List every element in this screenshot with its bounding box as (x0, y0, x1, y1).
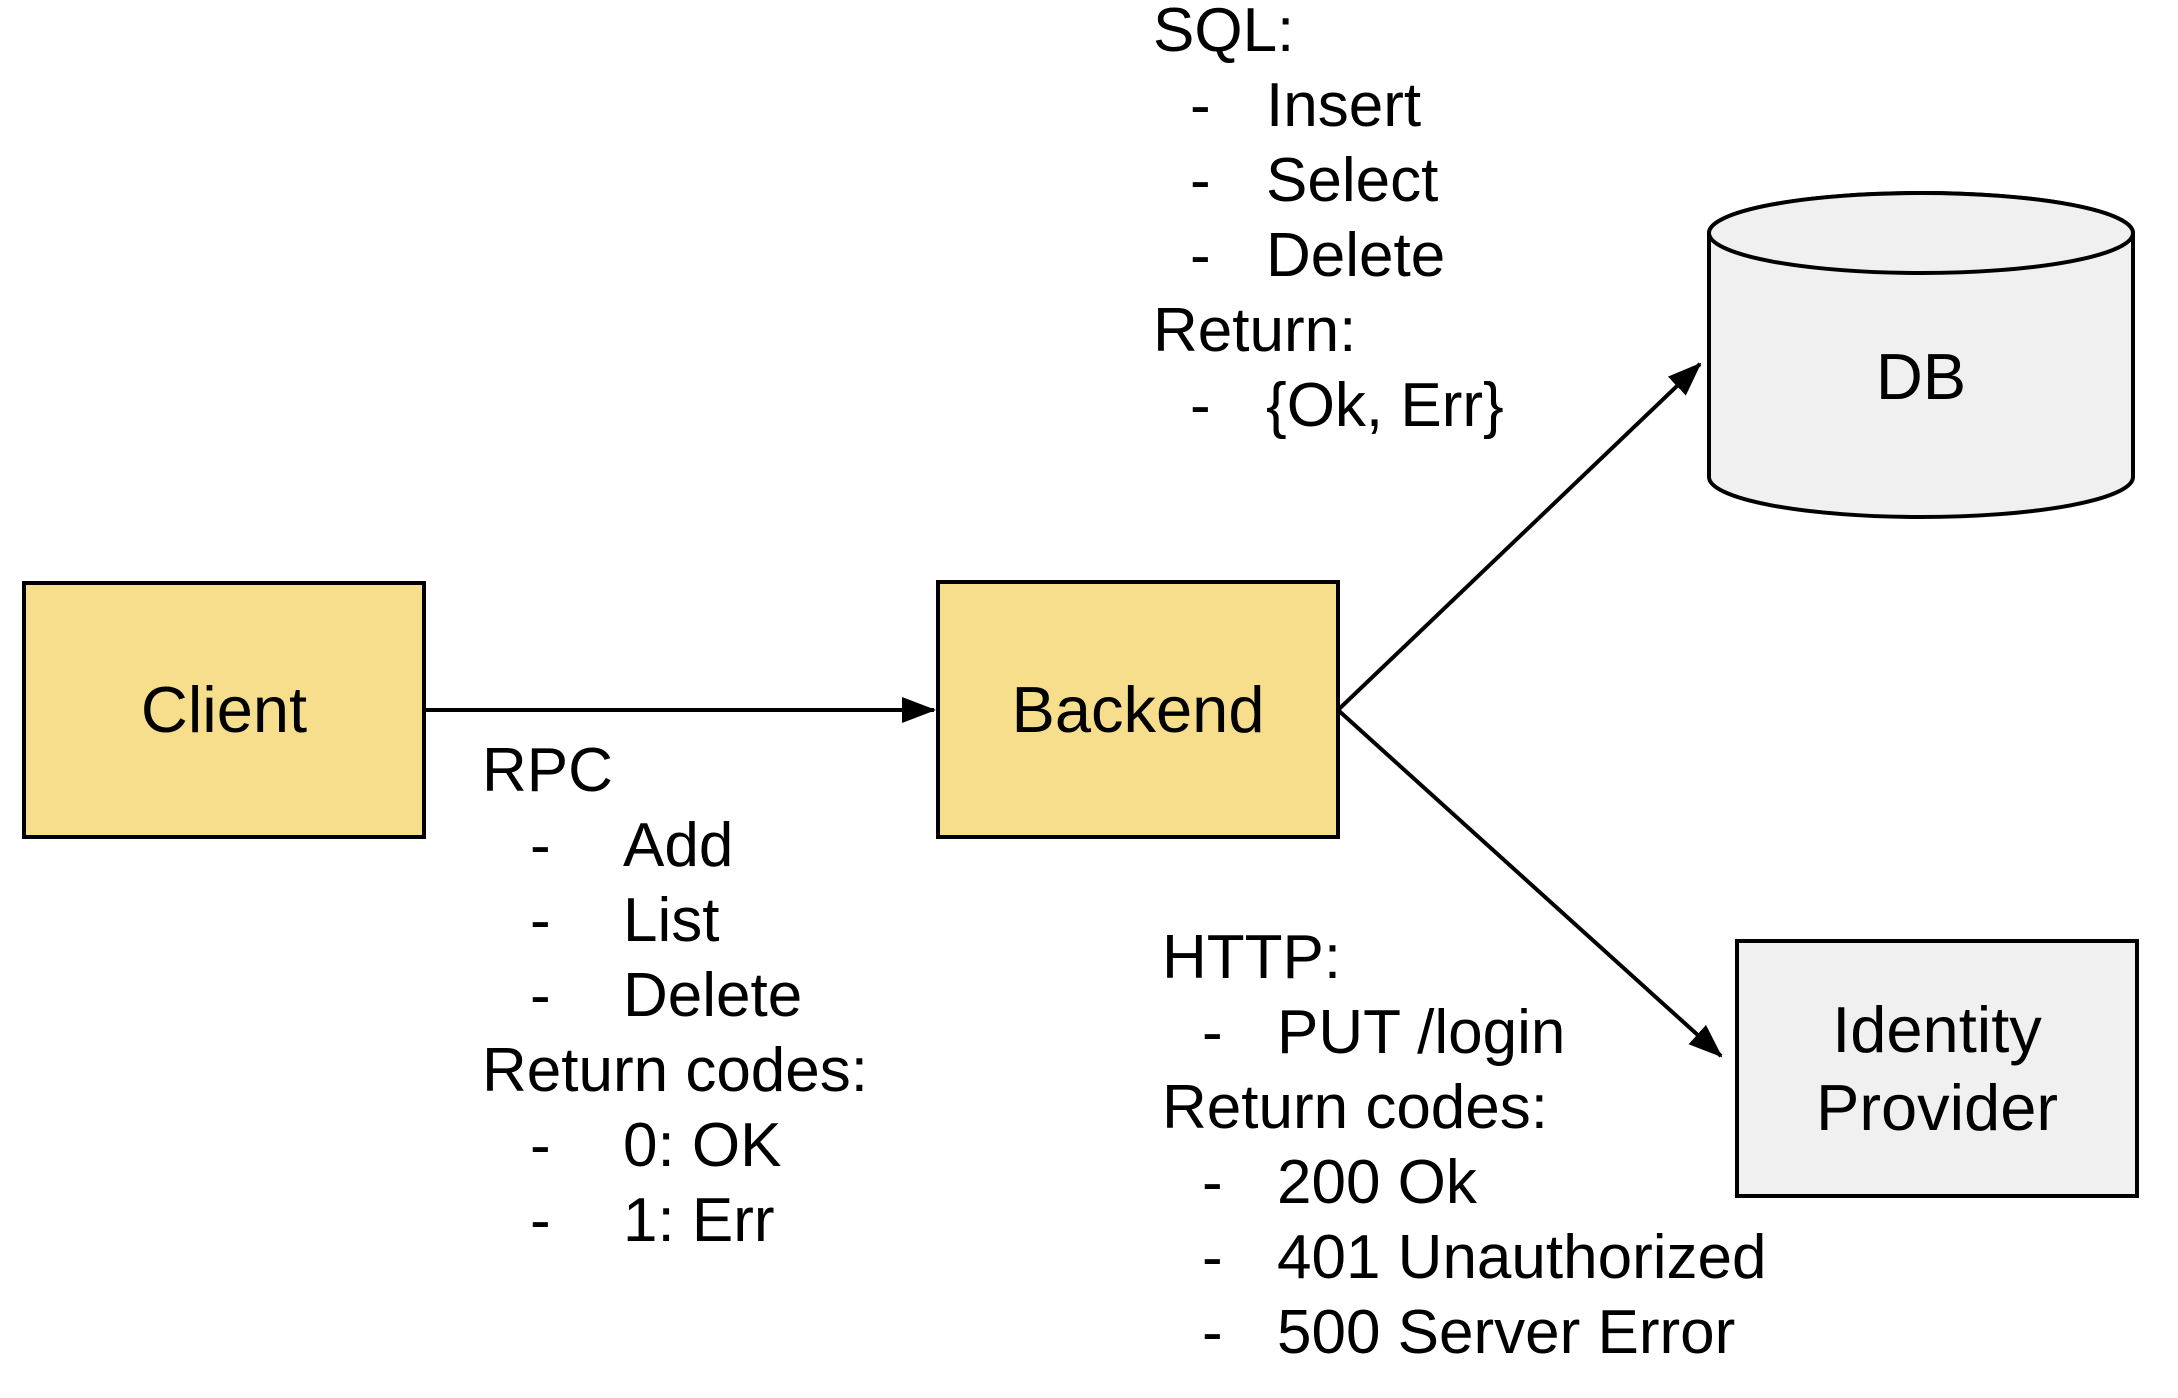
bullet-dash: - (530, 961, 551, 1030)
client-node-label: Client (140, 673, 308, 746)
bullet-dash: - (1190, 221, 1211, 290)
db-cylinder-top (1707, 191, 2135, 275)
bullet-dash: - (1202, 1298, 1223, 1367)
bullet-dash: - (530, 1186, 551, 1255)
bullet-dash: - (1202, 998, 1223, 1067)
bullet-dash: - (1190, 71, 1211, 140)
backend-node-label: Backend (1011, 672, 1265, 746)
edge-backend-to-db (1336, 362, 1702, 712)
edge-backend-to-identity-provider (1336, 708, 1723, 1058)
bullet-dash: - (1190, 146, 1211, 215)
identity-provider-node-label: Identity Provider (1815, 992, 2059, 1144)
bullet-dash: - (530, 811, 551, 880)
db-node-label: DB (1875, 340, 1967, 413)
bullet-dash: - (1202, 1223, 1223, 1292)
bullet-dash: - (530, 1111, 551, 1180)
backend-box (936, 580, 1340, 839)
client-box (22, 581, 426, 839)
identity-provider-box (1735, 939, 2139, 1198)
bullet-dash: - (1202, 1148, 1223, 1217)
bullet-dash: - (530, 886, 551, 955)
bullet-dash: - (1190, 371, 1211, 440)
